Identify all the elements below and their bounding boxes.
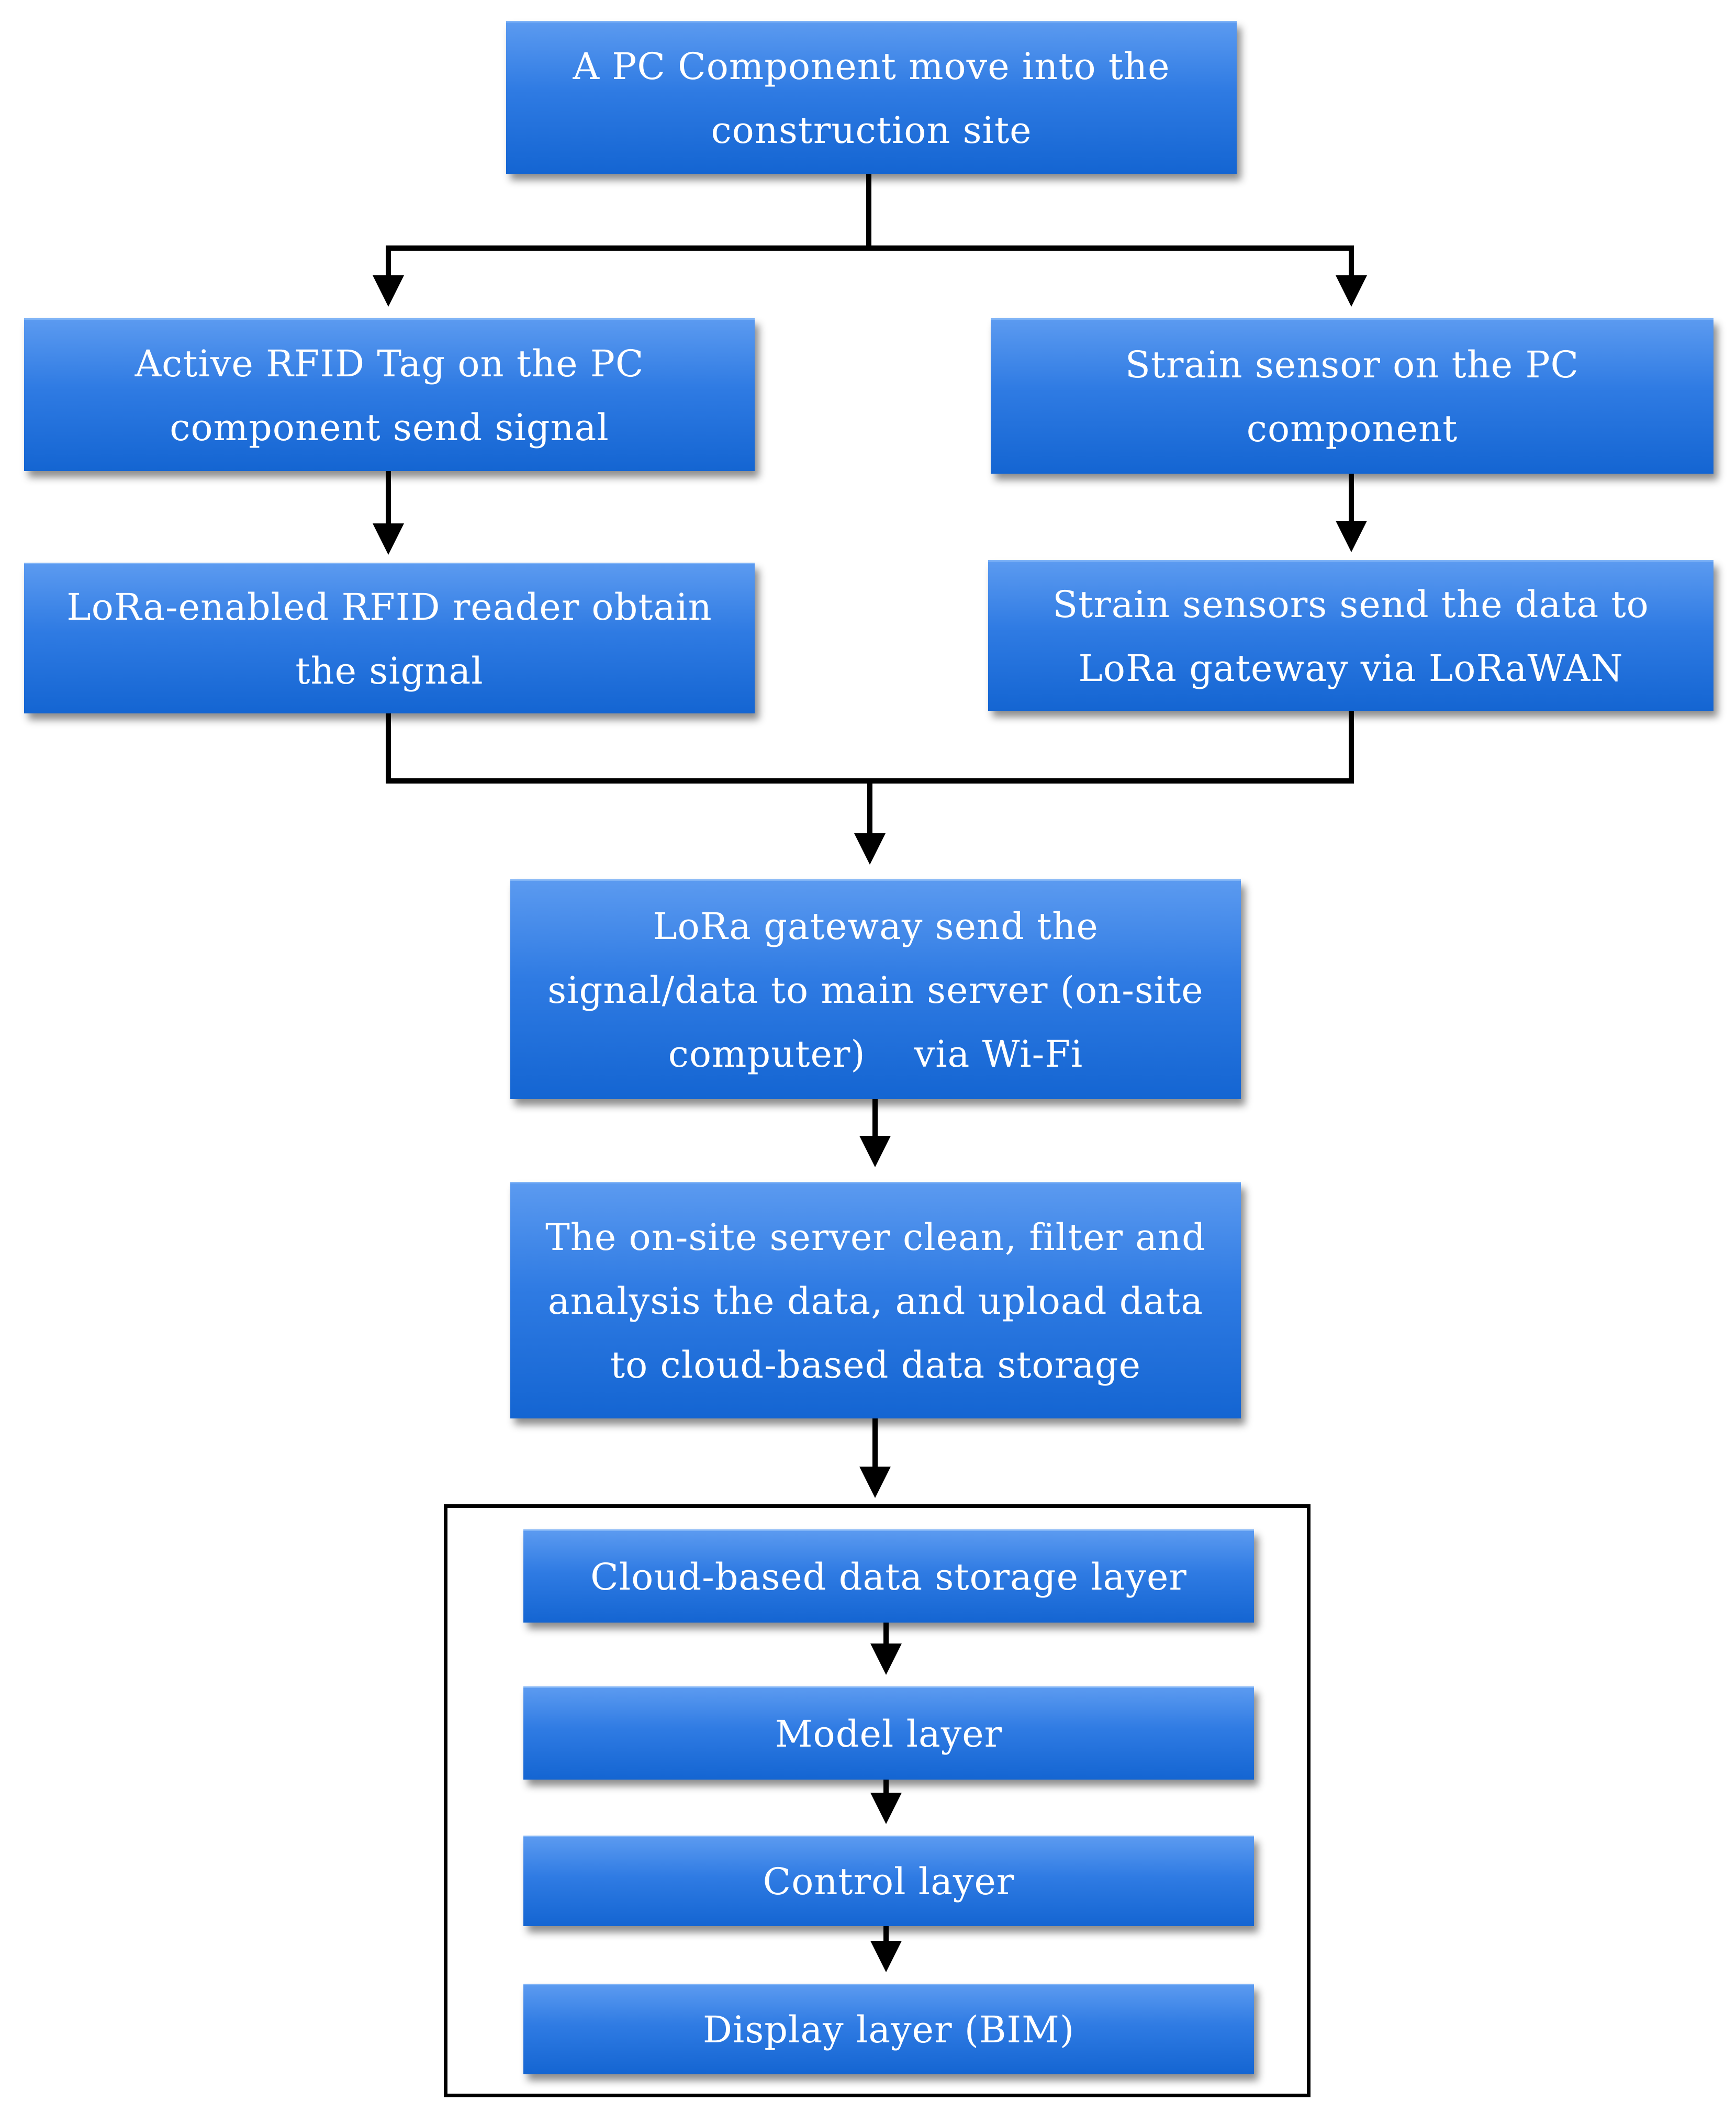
node-gateway-line-2: signal/data to main server (on-site — [547, 968, 1204, 1012]
node-gateway-line-3: computer) via Wi-Fi — [668, 1032, 1083, 1076]
connector-merge-branches — [386, 711, 1354, 784]
node-pc-move-line-2: construction site — [711, 108, 1032, 152]
node-rfid-reader: LoRa-enabled RFID reader obtain the sign… — [24, 563, 755, 713]
node-server-line-3: to cloud-based data storage — [610, 1343, 1141, 1387]
node-cloud-layer: Cloud-based data storage layer — [523, 1529, 1254, 1623]
node-pc-move-line-1: A PC Component move into the — [573, 44, 1170, 88]
node-strain-send-line-1: Strain sensors send the data to — [1052, 583, 1649, 626]
node-pc-move: A PC Component move into the constructio… — [506, 21, 1237, 174]
node-display-layer: Display layer (BIM) — [523, 1984, 1254, 2074]
node-rfid-tag-line-1: Active RFID Tag on the PC — [135, 342, 644, 385]
node-control-layer: Control layer — [523, 1836, 1254, 1926]
node-control-layer-line-1: Control layer — [763, 1860, 1015, 1903]
node-strain-send: Strain sensors send the data to LoRa gat… — [988, 560, 1713, 711]
node-gateway-line-1: LoRa gateway send the — [653, 904, 1099, 948]
node-display-layer-line-1: Display layer (BIM) — [702, 2008, 1075, 2051]
node-cloud-layer-line-1: Cloud-based data storage layer — [590, 1555, 1187, 1598]
node-server: The on-site server clean, filter and ana… — [510, 1182, 1241, 1418]
node-server-line-2: analysis the data, and upload data — [547, 1279, 1204, 1323]
layers-frame — [444, 1504, 1311, 2097]
node-rfid-reader-line-2: the signal — [295, 649, 484, 692]
node-model-layer: Model layer — [523, 1686, 1254, 1780]
node-rfid-tag-line-2: component send signal — [170, 406, 609, 449]
node-model-layer-line-1: Model layer — [775, 1712, 1003, 1756]
node-rfid-reader-line-1: LoRa-enabled RFID reader obtain — [66, 585, 712, 629]
node-server-line-1: The on-site server clean, filter and — [545, 1215, 1206, 1259]
node-gateway: LoRa gateway send the signal/data to mai… — [510, 879, 1241, 1099]
node-strain-send-line-2: LoRa gateway via LoRaWAN — [1078, 646, 1623, 690]
node-strain-sensor-line-2: component — [1246, 407, 1458, 450]
connector-split-branches — [386, 245, 1354, 281]
node-strain-sensor: Strain sensor on the PC component — [991, 318, 1713, 474]
node-rfid-tag: Active RFID Tag on the PC component send… — [24, 318, 755, 471]
node-strain-sensor-line-1: Strain sensor on the PC — [1125, 343, 1580, 386]
